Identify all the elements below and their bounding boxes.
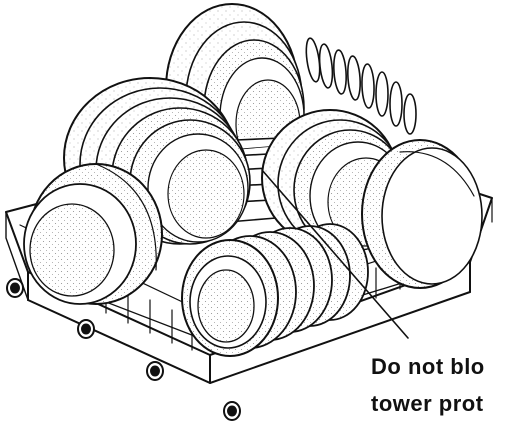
callout-text-line-1: Do not blo (371, 354, 485, 379)
callout-leader-line (261, 169, 409, 339)
bowl-icon (361, 139, 483, 289)
bowl-icon (23, 163, 163, 305)
dinner-plate-icon (181, 223, 369, 357)
callout-text-line-2: tower prot (371, 391, 484, 416)
rack-wheel-icon (6, 278, 241, 421)
utensil-handle-icon (305, 37, 417, 135)
